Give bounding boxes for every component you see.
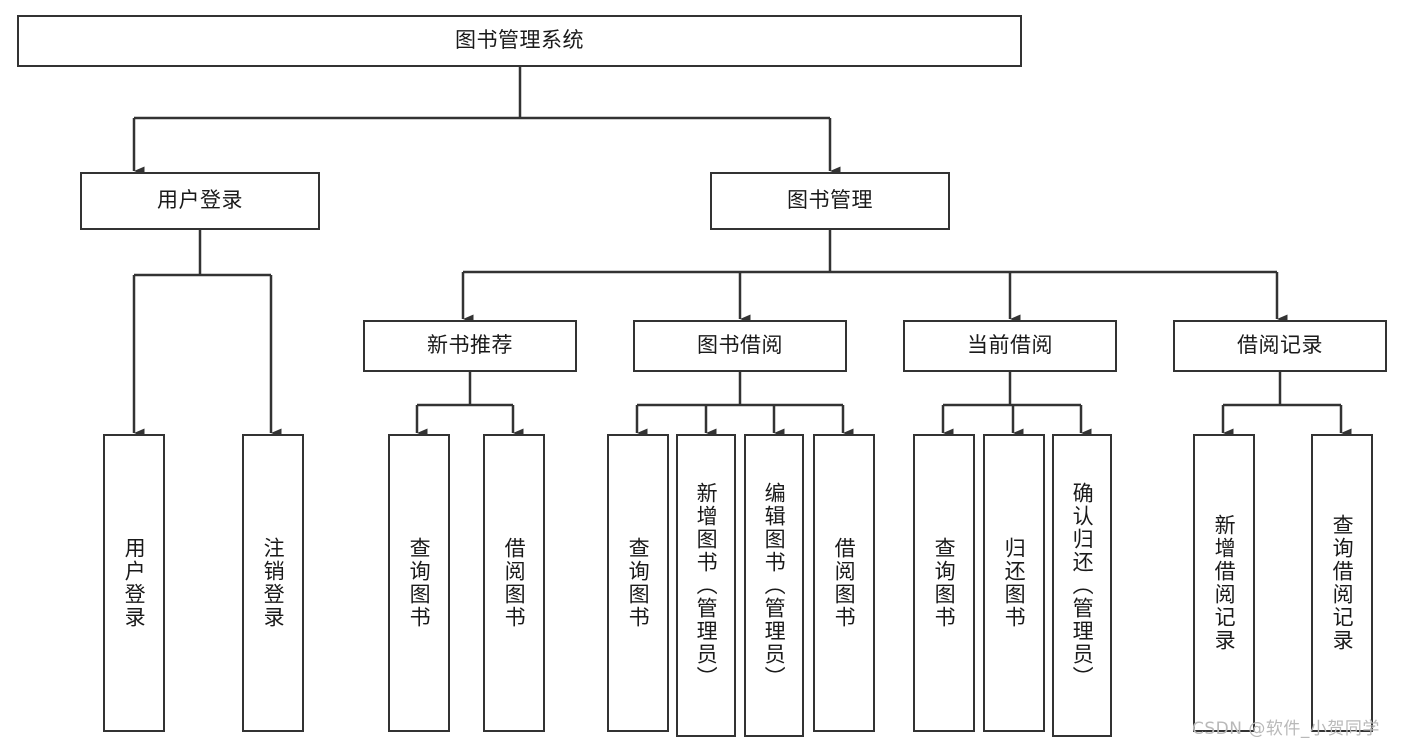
- node-l3_e2[interactable]: 查询借阅记录: [1311, 434, 1373, 732]
- node-label-l1_login: 用户登录: [157, 188, 243, 213]
- node-l3_c3[interactable]: 编辑图书（管理员）: [744, 434, 804, 737]
- node-l2_record[interactable]: 借阅记录: [1173, 320, 1387, 372]
- node-label-l3_d2: 归还图书: [1002, 537, 1027, 629]
- node-l3_c4[interactable]: 借阅图书: [813, 434, 875, 732]
- node-label-l2_current: 当前借阅: [967, 333, 1053, 358]
- node-l3_a1[interactable]: 用户登录: [103, 434, 165, 732]
- node-label-root: 图书管理系统: [455, 28, 584, 53]
- node-l3_d1[interactable]: 查询图书: [913, 434, 975, 732]
- node-l1_login[interactable]: 用户登录: [80, 172, 320, 230]
- node-label-l3_c2: 新增图书（管理员）: [694, 482, 719, 689]
- node-l3_b2[interactable]: 借阅图书: [483, 434, 545, 732]
- connector-arrow-layer: [132, 118, 1352, 438]
- node-l3_b1[interactable]: 查询图书: [388, 434, 450, 732]
- node-l3_c1[interactable]: 查询图书: [607, 434, 669, 732]
- node-label-l1_book: 图书管理: [787, 188, 873, 213]
- node-label-l3_a1: 用户登录: [122, 537, 147, 629]
- node-label-l3_c1: 查询图书: [626, 537, 651, 629]
- node-label-l3_e2: 查询借阅记录: [1330, 514, 1355, 652]
- node-label-l3_b2: 借阅图书: [502, 537, 527, 629]
- node-l2_current[interactable]: 当前借阅: [903, 320, 1117, 372]
- node-l3_d3[interactable]: 确认归还（管理员）: [1052, 434, 1112, 737]
- node-l3_a2[interactable]: 注销登录: [242, 434, 304, 732]
- node-l3_c2[interactable]: 新增图书（管理员）: [676, 434, 736, 737]
- node-label-l3_c4: 借阅图书: [832, 537, 857, 629]
- node-label-l2_borrow: 图书借阅: [697, 333, 783, 358]
- node-l1_book[interactable]: 图书管理: [710, 172, 950, 230]
- node-label-l2_newbook: 新书推荐: [427, 333, 513, 358]
- node-l2_borrow[interactable]: 图书借阅: [633, 320, 847, 372]
- node-label-l3_d3: 确认归还（管理员）: [1070, 482, 1095, 689]
- node-l3_e1[interactable]: 新增借阅记录: [1193, 434, 1255, 732]
- node-label-l3_d1: 查询图书: [932, 537, 957, 629]
- node-label-l3_a2: 注销登录: [261, 537, 286, 629]
- node-l2_newbook[interactable]: 新书推荐: [363, 320, 577, 372]
- connector-bus-layer: [134, 67, 1341, 407]
- node-label-l3_e1: 新增借阅记录: [1212, 514, 1237, 652]
- node-l3_d2[interactable]: 归还图书: [983, 434, 1045, 732]
- node-label-l2_record: 借阅记录: [1237, 333, 1323, 358]
- node-label-l3_b1: 查询图书: [407, 537, 432, 629]
- node-root[interactable]: 图书管理系统: [17, 15, 1022, 67]
- node-label-l3_c3: 编辑图书（管理员）: [762, 482, 787, 689]
